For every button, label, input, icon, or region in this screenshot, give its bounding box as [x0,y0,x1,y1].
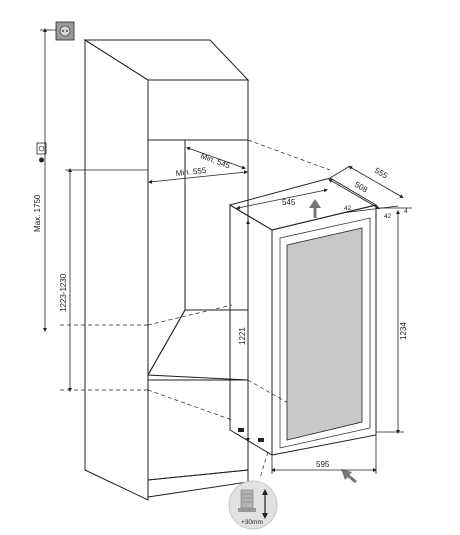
gap-dimensions: 42 42 4 [341,205,412,220]
unit-door-inner-frame [279,217,371,449]
unit-hinge [258,438,264,442]
unit-hinge [238,428,244,432]
niche-width-dimension: Min. 555 [148,166,248,184]
arrow-push-icon [341,469,357,484]
power-socket-icon [55,21,75,41]
adjustable-foot-icon: +30mm [228,451,278,530]
unit-height-left-label: 1221 [238,327,247,345]
unit-door-glass [286,227,363,441]
unit-height-right-label: 1234 [399,322,408,340]
wine-cooler-unit [228,177,378,456]
front-width-dimension: 595 [271,435,377,474]
niche-height-dimension: 1223-1230 [59,168,148,392]
arrow-up-icon [309,199,321,218]
niche-height-label: 1223-1230 [59,273,68,312]
unit-depth-508-dimension: 508 [328,178,380,210]
cabinet-side-panel [84,39,149,501]
projection-lines [60,139,331,421]
unit-depth-555-label: 555 [373,166,390,181]
unit-width-top-label: 545 [282,198,296,207]
front-width-label: 595 [316,460,330,469]
min-width-label: Min. 555 [175,166,207,178]
tall-cabinet [83,39,250,501]
foot-adjust-label: +30mm [241,519,263,526]
gap-42-a-label: 42 [344,205,352,212]
max-height-label: Max. 1750 [33,194,42,232]
niche-floor [147,309,249,381]
cabinet-top-face [83,39,250,81]
unit-side-panel [229,204,273,456]
unit-height-right-dimension: 1234 [376,210,408,434]
cabinet-upper-front [147,79,249,141]
unit-top-width-dimension: 545 [236,188,328,210]
gap-4-label: 4 [404,208,408,215]
unit-depth-555-dimension: 555 [329,165,404,198]
gap-42-b-label: 42 [384,213,392,220]
max-height-dimension: Max. 1750 [33,28,56,332]
unit-height-left-dimension: 1221 [238,220,250,442]
